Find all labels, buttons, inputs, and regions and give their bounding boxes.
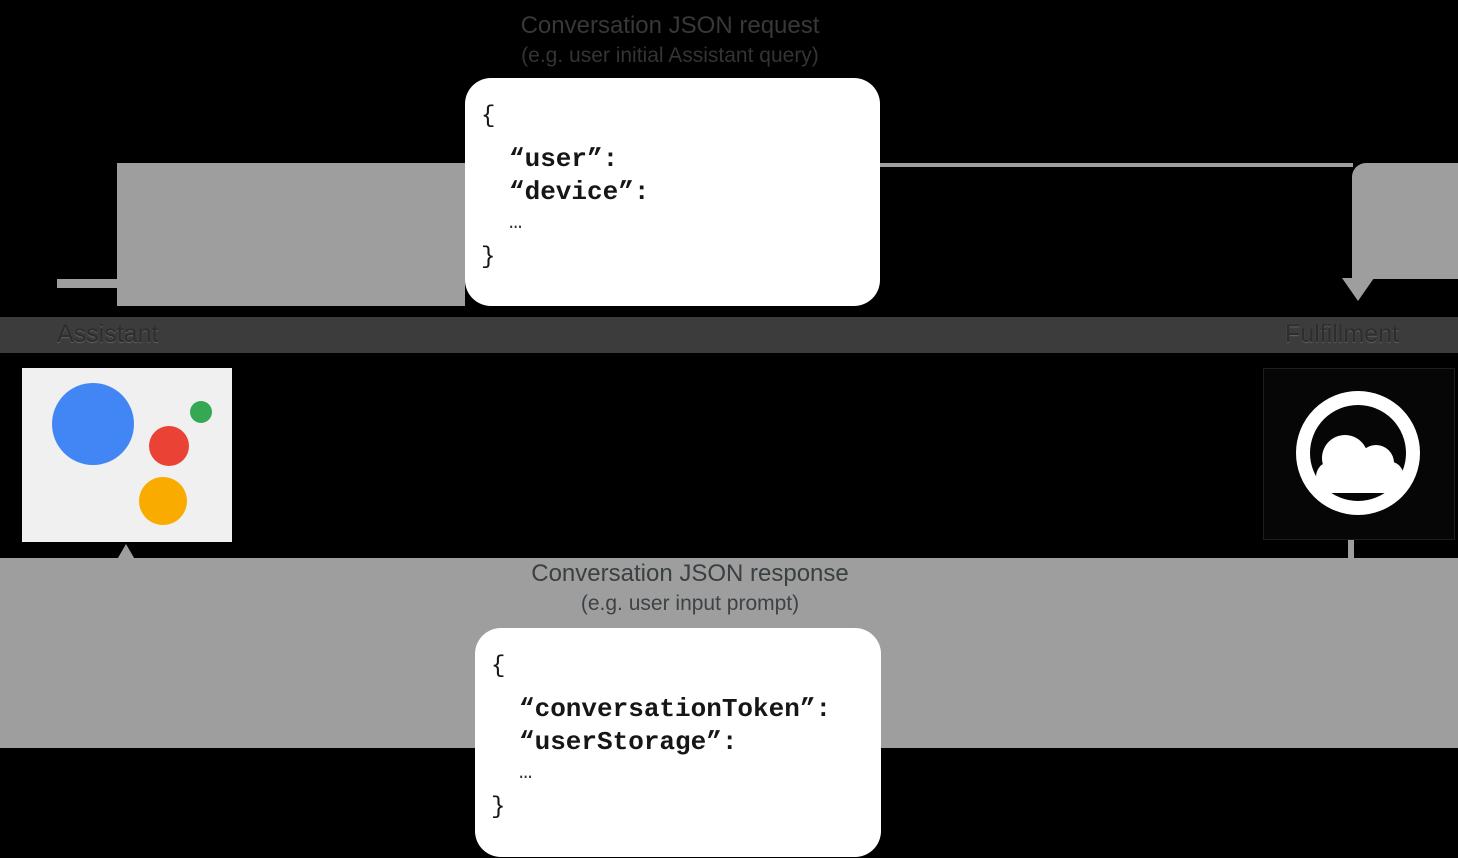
section-divider-stripe: [0, 317, 1458, 353]
request-arrow-body: [117, 163, 465, 306]
request-json-snippet: { “user”: “device”: … }: [465, 78, 880, 306]
request-arrow-tail: [57, 279, 119, 288]
response-arrow-subtitle: (e.g. user input prompt): [580, 592, 800, 615]
json-open-brace: {: [481, 103, 496, 130]
assistant-red-circle: [149, 426, 189, 466]
cloud-base: [1316, 461, 1404, 493]
json-key-user: “user”:: [509, 144, 619, 174]
json-ellipsis: …: [519, 760, 533, 785]
json-key-userstorage: “userStorage”:: [519, 727, 738, 757]
json-open-brace: {: [491, 653, 506, 680]
response-arrow-title: Conversation JSON response: [531, 560, 849, 587]
request-arrow-title: Conversation JSON request: [520, 12, 820, 39]
json-key-device: “device”:: [509, 177, 650, 207]
json-close-brace: }: [491, 794, 506, 821]
json-close-brace: }: [481, 244, 496, 271]
assistant-blue-circle: [52, 383, 134, 465]
assistant-yellow-circle: [139, 477, 187, 525]
json-ellipsis: …: [509, 210, 523, 235]
fulfillment-label: Fulfillment: [1285, 320, 1399, 348]
request-arrow-subtitle: (e.g. user initial Assistant query): [521, 44, 819, 67]
arrow-up-icon: [111, 544, 141, 570]
cloud-fulfillment-icon: [1263, 368, 1455, 540]
assistant-green-circle: [190, 401, 212, 423]
google-assistant-icon: [22, 368, 232, 542]
arrow-down-icon: [1342, 278, 1374, 301]
response-arrow-stem: [1348, 538, 1354, 560]
json-key-conversationtoken: “conversationToken”:: [519, 694, 832, 724]
response-json-snippet: { “conversationToken”: “userStorage”: … …: [475, 628, 881, 857]
assistant-label: Assistant: [57, 320, 159, 348]
request-arrow-vertical-segment: [1352, 163, 1458, 279]
